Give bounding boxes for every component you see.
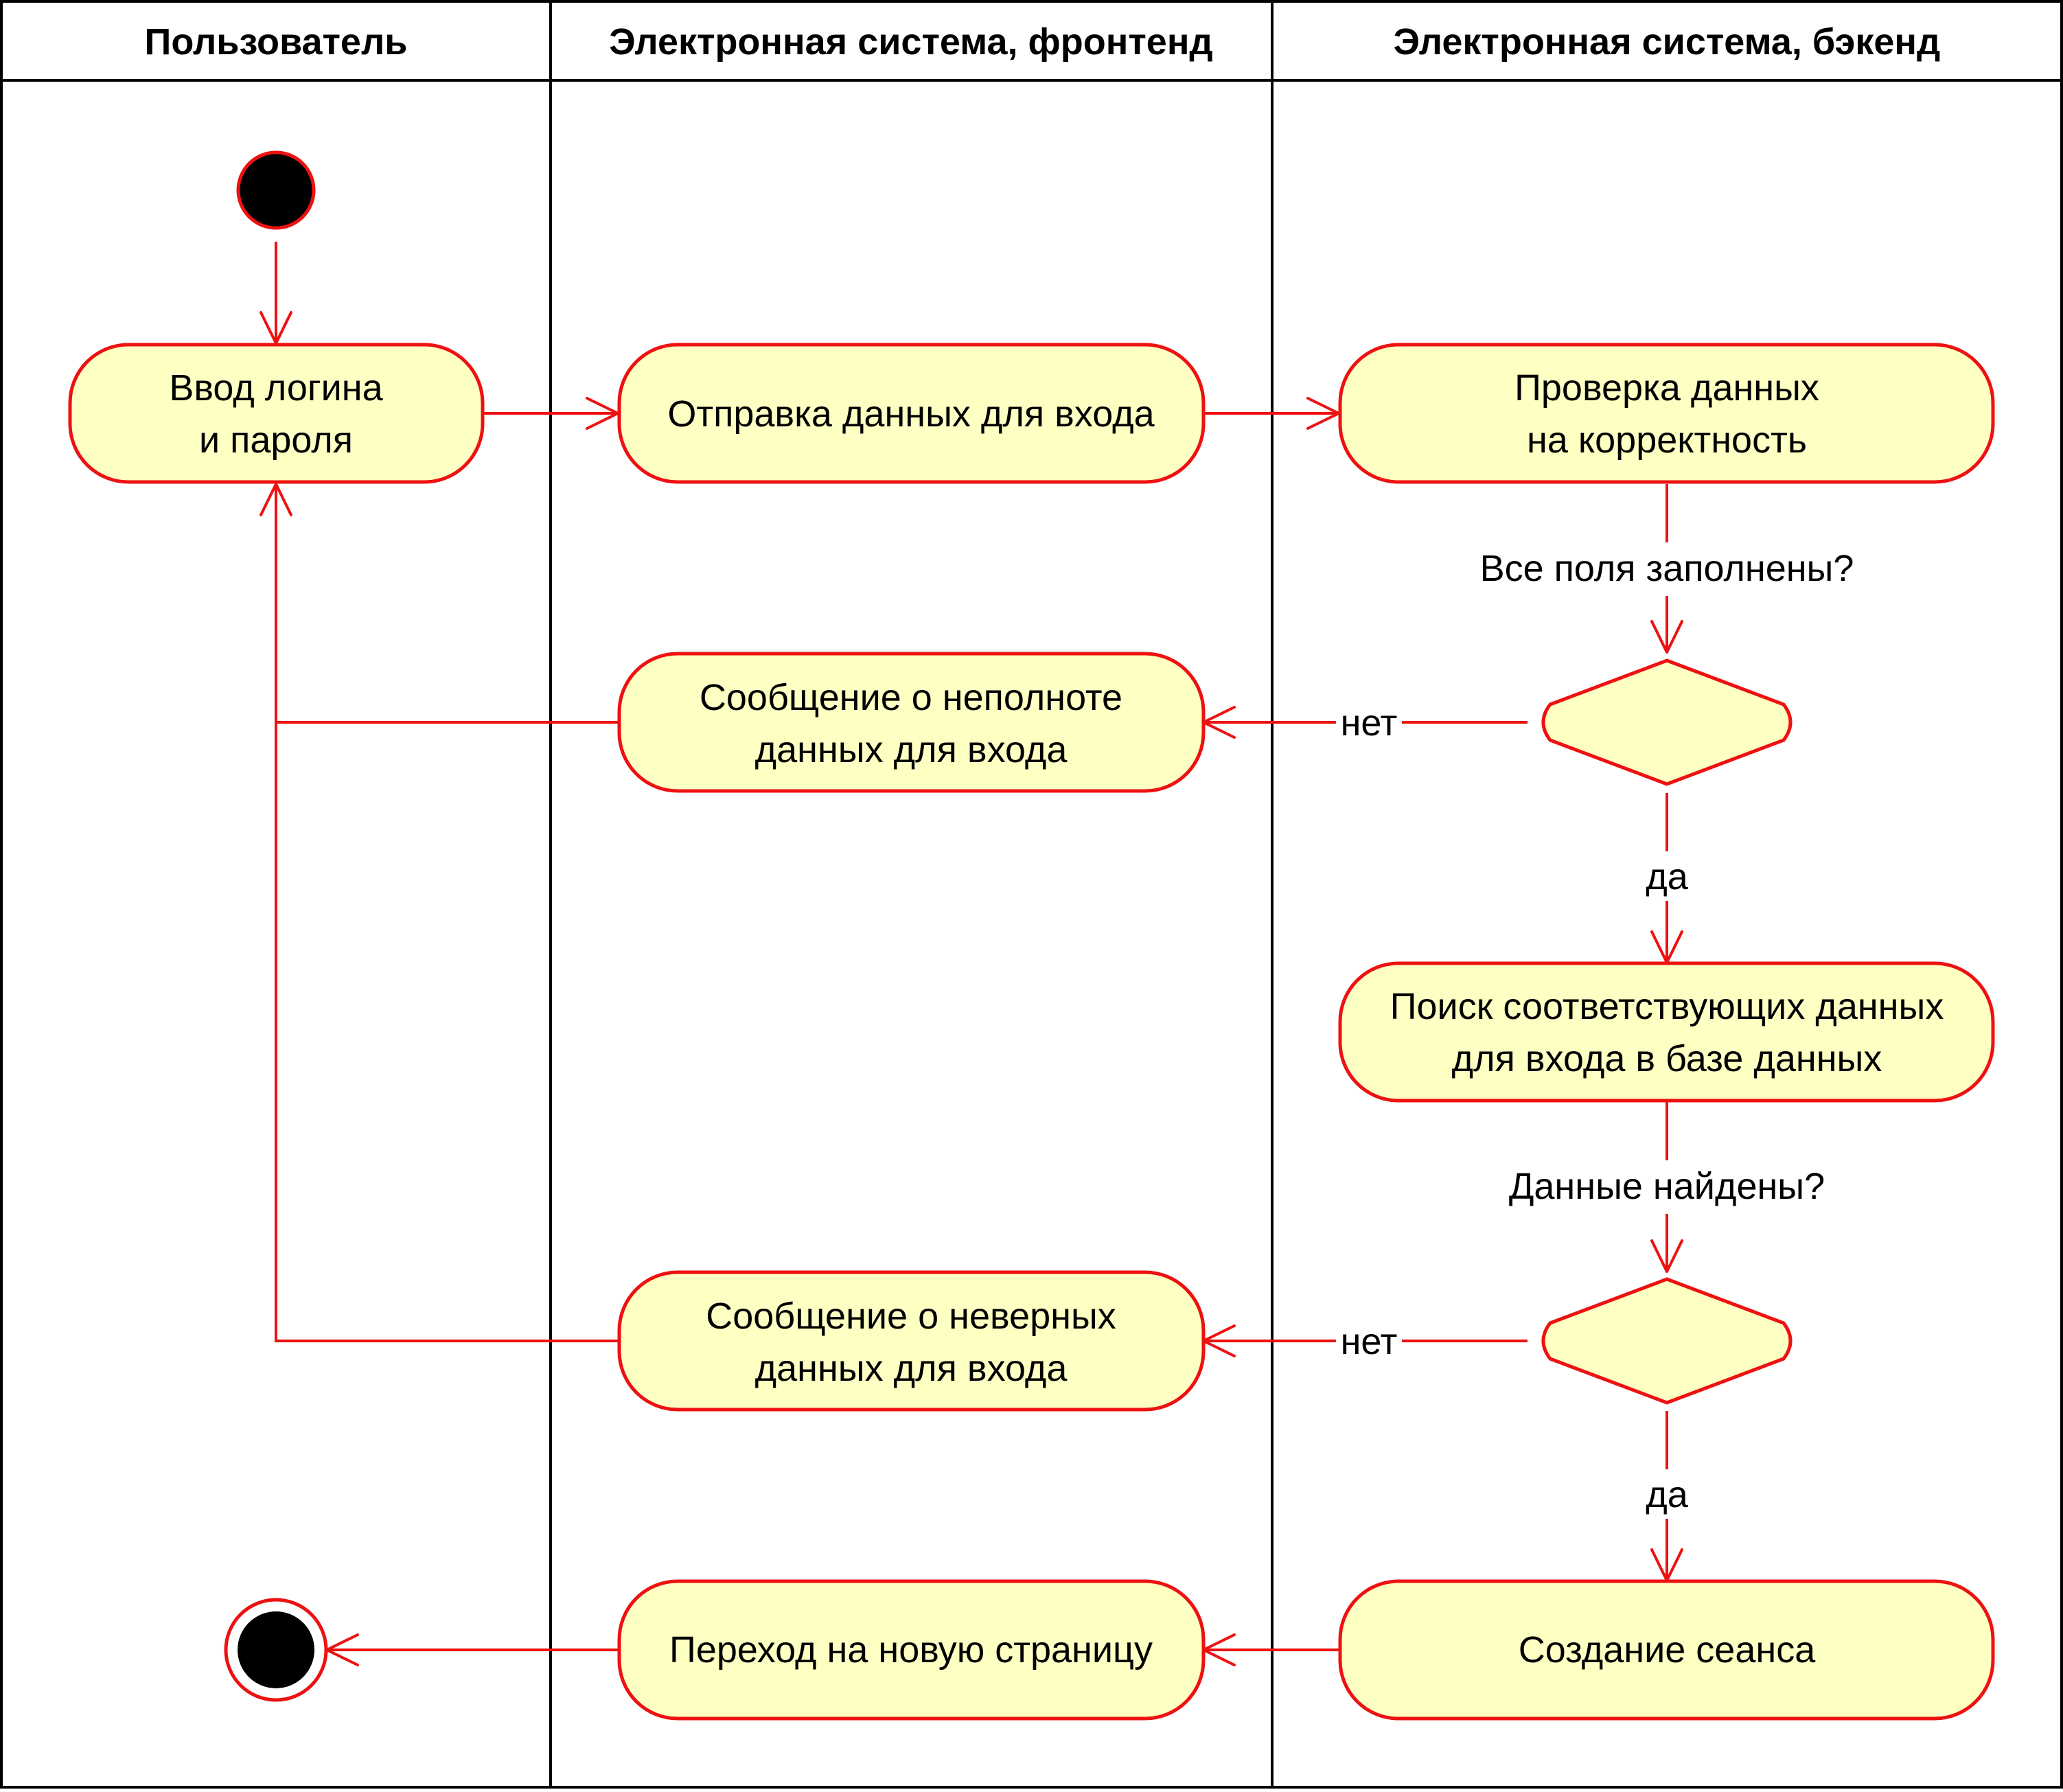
- node-login-input-box: [68, 343, 485, 484]
- node-redirect-page: Переход на новую страницу: [617, 1579, 1206, 1721]
- node-create-session: Создание сеанса: [1338, 1579, 1995, 1721]
- node-invalid-message-line-1: Сообщение о неверных: [706, 1296, 1116, 1337]
- branch-label-yes-1: да: [1646, 856, 1689, 897]
- node-create-session-line-1: Создание сеанса: [1519, 1629, 1816, 1670]
- guard-data-found: Данные найдены?: [1509, 1166, 1825, 1207]
- node-send-login-data-box: [617, 343, 1206, 484]
- node-validate-data: Проверка данных на корректность: [1338, 343, 1995, 484]
- branch-label-no-1: нет: [1341, 702, 1398, 744]
- node-incomplete-message-line-2: данных для входа: [755, 729, 1068, 770]
- node-search-data-line-2: для входа в базе данных: [1452, 1038, 1882, 1079]
- node-search-data-line-1: Поиск соответствующих данных: [1390, 986, 1944, 1027]
- node-login-input-line-1: Ввод логина: [169, 367, 383, 409]
- node-incomplete-message-box: [617, 652, 1206, 793]
- end-node: [224, 1598, 328, 1702]
- node-search-data-box: [1338, 961, 1995, 1103]
- node-validate-data-line-1: Проверка данных: [1514, 367, 1819, 409]
- lane-title-frontend: Электронная система, фронтенд: [609, 21, 1212, 62]
- node-validate-data-box: [1338, 343, 1995, 484]
- node-create-session-box: [1338, 1579, 1995, 1721]
- lane-title-backend: Электронная система, бэкенд: [1394, 21, 1941, 62]
- node-redirect-page-box: [617, 1579, 1206, 1721]
- edge-incomplete-to-login: [275, 484, 619, 724]
- node-invalid-message-box: [617, 1270, 1206, 1412]
- arrowhead: [260, 483, 292, 516]
- decision-node-data-found: [1541, 1277, 1793, 1405]
- arrowhead: [1650, 620, 1683, 654]
- end-node-inner-dot: [238, 1611, 314, 1688]
- arrowhead: [1650, 1239, 1683, 1273]
- decision-node-all-fields: [1541, 658, 1793, 786]
- edge-invalid-to-login: [275, 722, 619, 1342]
- node-invalid-message-line-2: данных для входа: [755, 1348, 1068, 1389]
- edges: [260, 242, 1683, 1666]
- node-incomplete-message: Сообщение о неполноте данных для входа: [617, 652, 1206, 793]
- start-node: [236, 150, 316, 230]
- branch-label-no-2: нет: [1341, 1321, 1398, 1362]
- node-login-input: Ввод логина и пароля: [68, 343, 485, 484]
- node-login-input-line-2: и пароля: [199, 420, 353, 461]
- node-redirect-page-line-1: Переход на новую страницу: [669, 1629, 1153, 1670]
- guard-all-fields-filled: Все поля заполнены?: [1480, 548, 1854, 589]
- lane-title-user: Пользователь: [145, 21, 408, 62]
- node-send-login-data: Отправка данных для входа: [617, 343, 1206, 484]
- node-send-login-data-line-1: Отправка данных для входа: [667, 393, 1155, 435]
- node-incomplete-message-line-1: Сообщение о неполноте: [700, 677, 1122, 718]
- branch-label-yes-2: да: [1646, 1474, 1689, 1515]
- node-search-data: Поиск соответствующих данных для входа в…: [1338, 961, 1995, 1103]
- node-validate-data-line-2: на корректность: [1527, 420, 1807, 461]
- node-invalid-message: Сообщение о неверных данных для входа: [617, 1270, 1206, 1412]
